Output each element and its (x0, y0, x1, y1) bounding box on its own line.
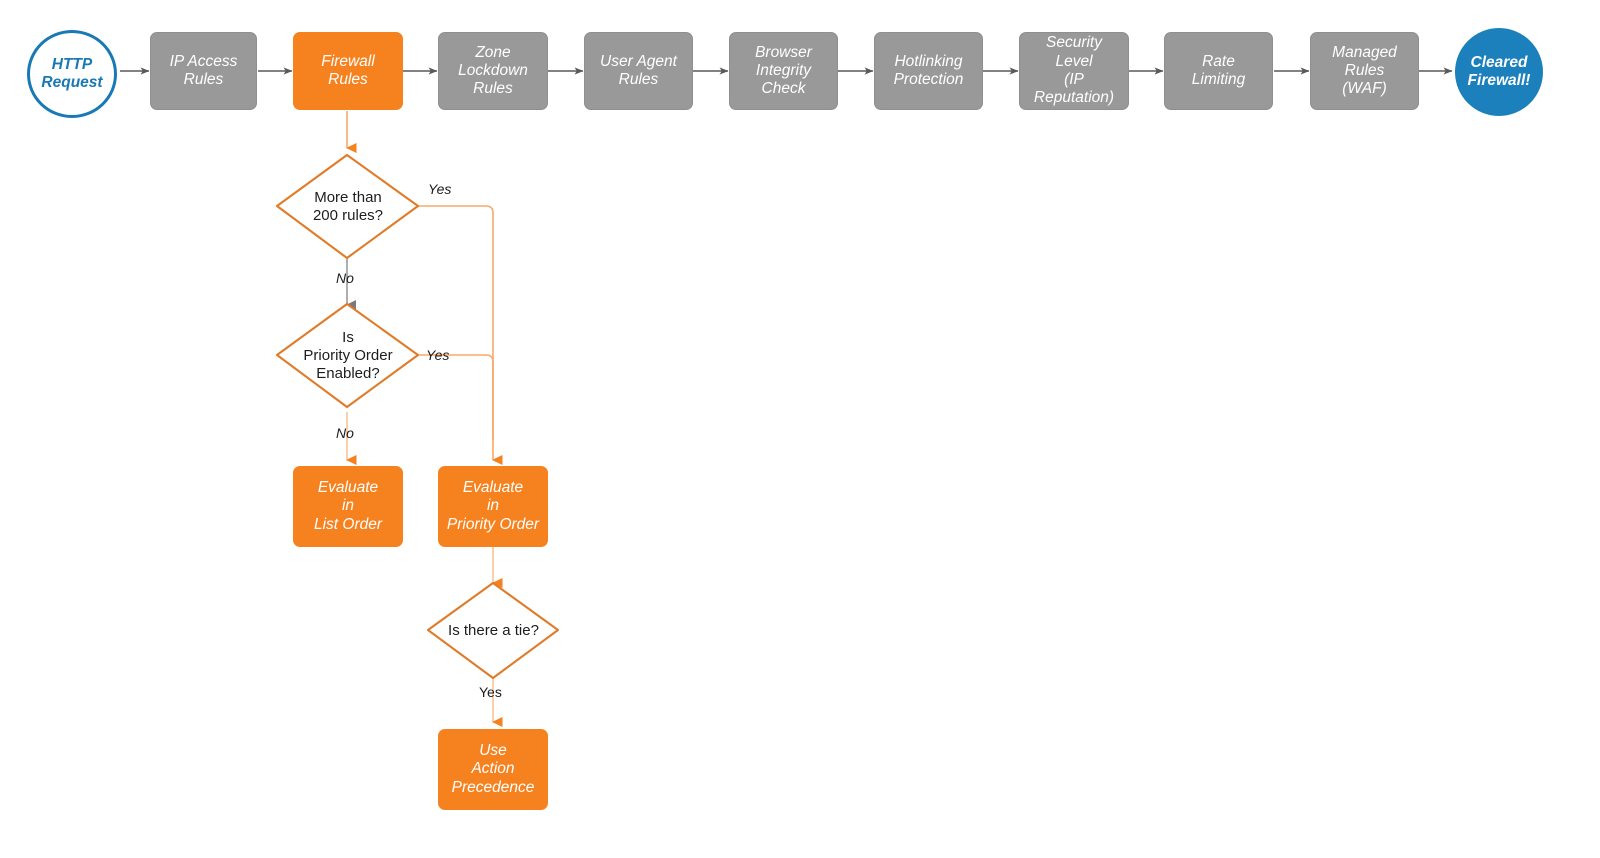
edge-label-yes-more-than-200: Yes (428, 181, 452, 197)
edge-label-yes-priority-enabled: Yes (426, 347, 450, 363)
edge-d2-yes-to-priority (418, 354, 494, 440)
edge-label-no-priority-enabled: No (336, 425, 354, 441)
node-decision-is-there-a-tie[interactable]: Is there a tie? (428, 583, 559, 679)
edge-label-yes-tie: Yes (479, 684, 502, 700)
edge-d1-yes-to-priority (418, 205, 503, 465)
node-label-is-there-a-tie: Is there a tie? (448, 622, 539, 639)
edge-label-no-more-than-200: No (336, 270, 354, 286)
